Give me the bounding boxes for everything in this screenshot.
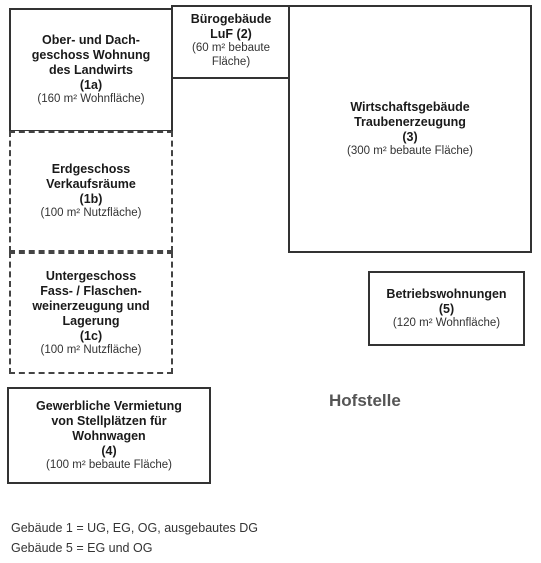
building-5-area: (120 m² Wohnfläche) bbox=[392, 316, 501, 329]
building-1b-label-line-2: Verkaufsräume bbox=[46, 177, 136, 192]
building-3-box: Wirtschaftsgebäude Traubenerzeugung (3) … bbox=[288, 5, 532, 253]
diagram-title: Hofstelle bbox=[329, 391, 401, 410]
building-1c-number: (1c) bbox=[79, 328, 103, 343]
building-2-box: Bürogebäude LuF (2) (60 m² bebaute Fläch… bbox=[171, 5, 291, 79]
building-1c-label-line-4: Lagerung bbox=[62, 313, 120, 328]
note-building-1: Gebäude 1 = UG, EG, OG, ausgebautes DG bbox=[11, 521, 259, 535]
building-2-label-line-2: LuF (2) bbox=[210, 27, 252, 41]
building-5-number: (5) bbox=[438, 301, 455, 316]
building-1c-area: (100 m² Nutzfläche) bbox=[40, 343, 142, 356]
building-3-label-line-2: Traubenerzeugung bbox=[354, 114, 466, 129]
building-1a-area: (160 m² Wohnfläche) bbox=[37, 93, 145, 106]
building-1b-number: (1b) bbox=[79, 192, 103, 207]
building-1c-box: Untergeschoss Fass- / Flaschen- weinerze… bbox=[9, 252, 173, 374]
building-1c-label-line-3: weinerzeugung und bbox=[32, 298, 150, 313]
building-1a-label-line-2: geschoss Wohnung bbox=[31, 48, 151, 63]
building-1a-number: (1a) bbox=[79, 78, 103, 93]
building-4-box: Gewerbliche Vermietung von Stellplätzen … bbox=[7, 387, 211, 484]
building-4-label-line-2: von Stellplätzen für bbox=[51, 413, 167, 428]
building-3-area: (300 m² bebaute Fläche) bbox=[347, 144, 473, 157]
building-3-label-line-1: Wirtschaftsgebäude bbox=[350, 99, 470, 114]
building-4-area: (100 m² bebaute Fläche) bbox=[46, 458, 172, 471]
building-5-label-line-1: Betriebswohnungen bbox=[386, 286, 507, 301]
building-1b-box: Erdgeschoss Verkaufsräume (1b) (100 m² N… bbox=[9, 131, 173, 252]
building-5-box: Betriebswohnungen (5) (120 m² Wohnfläche… bbox=[368, 271, 525, 346]
building-1b-area: (100 m² Nutzfläche) bbox=[40, 207, 142, 220]
building-4-number: (4) bbox=[101, 443, 117, 458]
building-1c-label-line-1: Untergeschoss bbox=[45, 268, 137, 283]
building-1a-label-line-1: Ober- und Dach- bbox=[42, 33, 140, 48]
building-4-label-line-1: Gewerbliche Vermietung bbox=[36, 398, 182, 413]
building-3-number: (3) bbox=[402, 129, 418, 144]
building-4-label-line-3: Wohnwagen bbox=[72, 428, 146, 443]
building-1b-label-line-1: Erdgeschoss bbox=[51, 162, 131, 177]
building-1a-label-line-3: des Landwirts bbox=[48, 63, 134, 78]
building-2-area: (60 m² bebaute Fläche) bbox=[192, 42, 270, 68]
building-2-label-line-1: Bürogebäude bbox=[190, 12, 272, 26]
note-building-5: Gebäude 5 = EG und OG bbox=[11, 541, 153, 555]
building-1a-box: Ober- und Dach- geschoss Wohnung des Lan… bbox=[9, 8, 173, 132]
building-1c-label-line-2: Fass- / Flaschen- bbox=[40, 283, 142, 298]
